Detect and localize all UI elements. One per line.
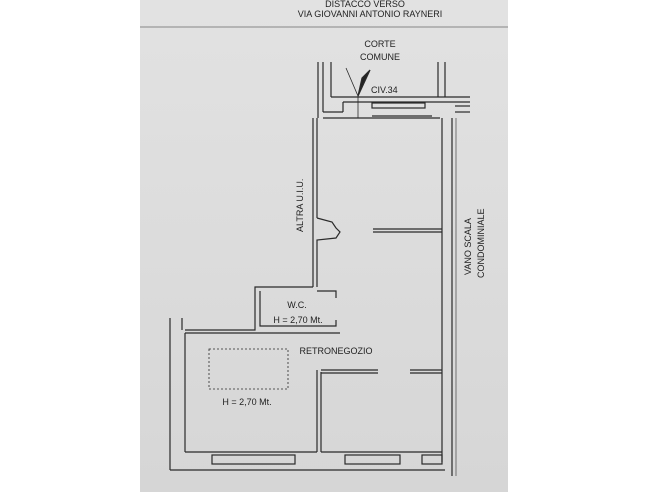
entrance-window xyxy=(371,102,426,109)
other-unit-label: ALTRA U.I.U. xyxy=(295,178,305,232)
fixture-outline xyxy=(208,348,289,390)
window xyxy=(421,454,443,465)
stairwell-label-2: CONDOMINIALE xyxy=(476,208,486,278)
wc-label: W.C. xyxy=(287,300,307,310)
header-line1: DISTACCO VERSO xyxy=(325,0,405,9)
floor-plan-paper xyxy=(140,0,508,492)
header-line2: VIA GIOVANNI ANTONIO RAYNERI xyxy=(297,9,443,19)
courtyard-label-1: CORTE xyxy=(364,39,396,49)
back-shop-height: H = 2,70 Mt. xyxy=(222,397,272,407)
entrance-arrow-icon xyxy=(345,67,371,118)
wc-height: H = 2,70 Mt. xyxy=(273,315,323,325)
back-shop-walls xyxy=(169,318,445,471)
wc-walls xyxy=(185,286,340,334)
window xyxy=(211,454,296,465)
back-shop-label: RETRONEGOZIO xyxy=(299,346,373,356)
front-wall xyxy=(317,62,470,119)
stairwell-label-1: VANO SCALA xyxy=(463,218,473,275)
window xyxy=(344,454,401,465)
civic-number: CIV.34 xyxy=(371,85,398,95)
interior-walls xyxy=(312,118,457,476)
courtyard-label-2: COMUNE xyxy=(360,52,400,62)
